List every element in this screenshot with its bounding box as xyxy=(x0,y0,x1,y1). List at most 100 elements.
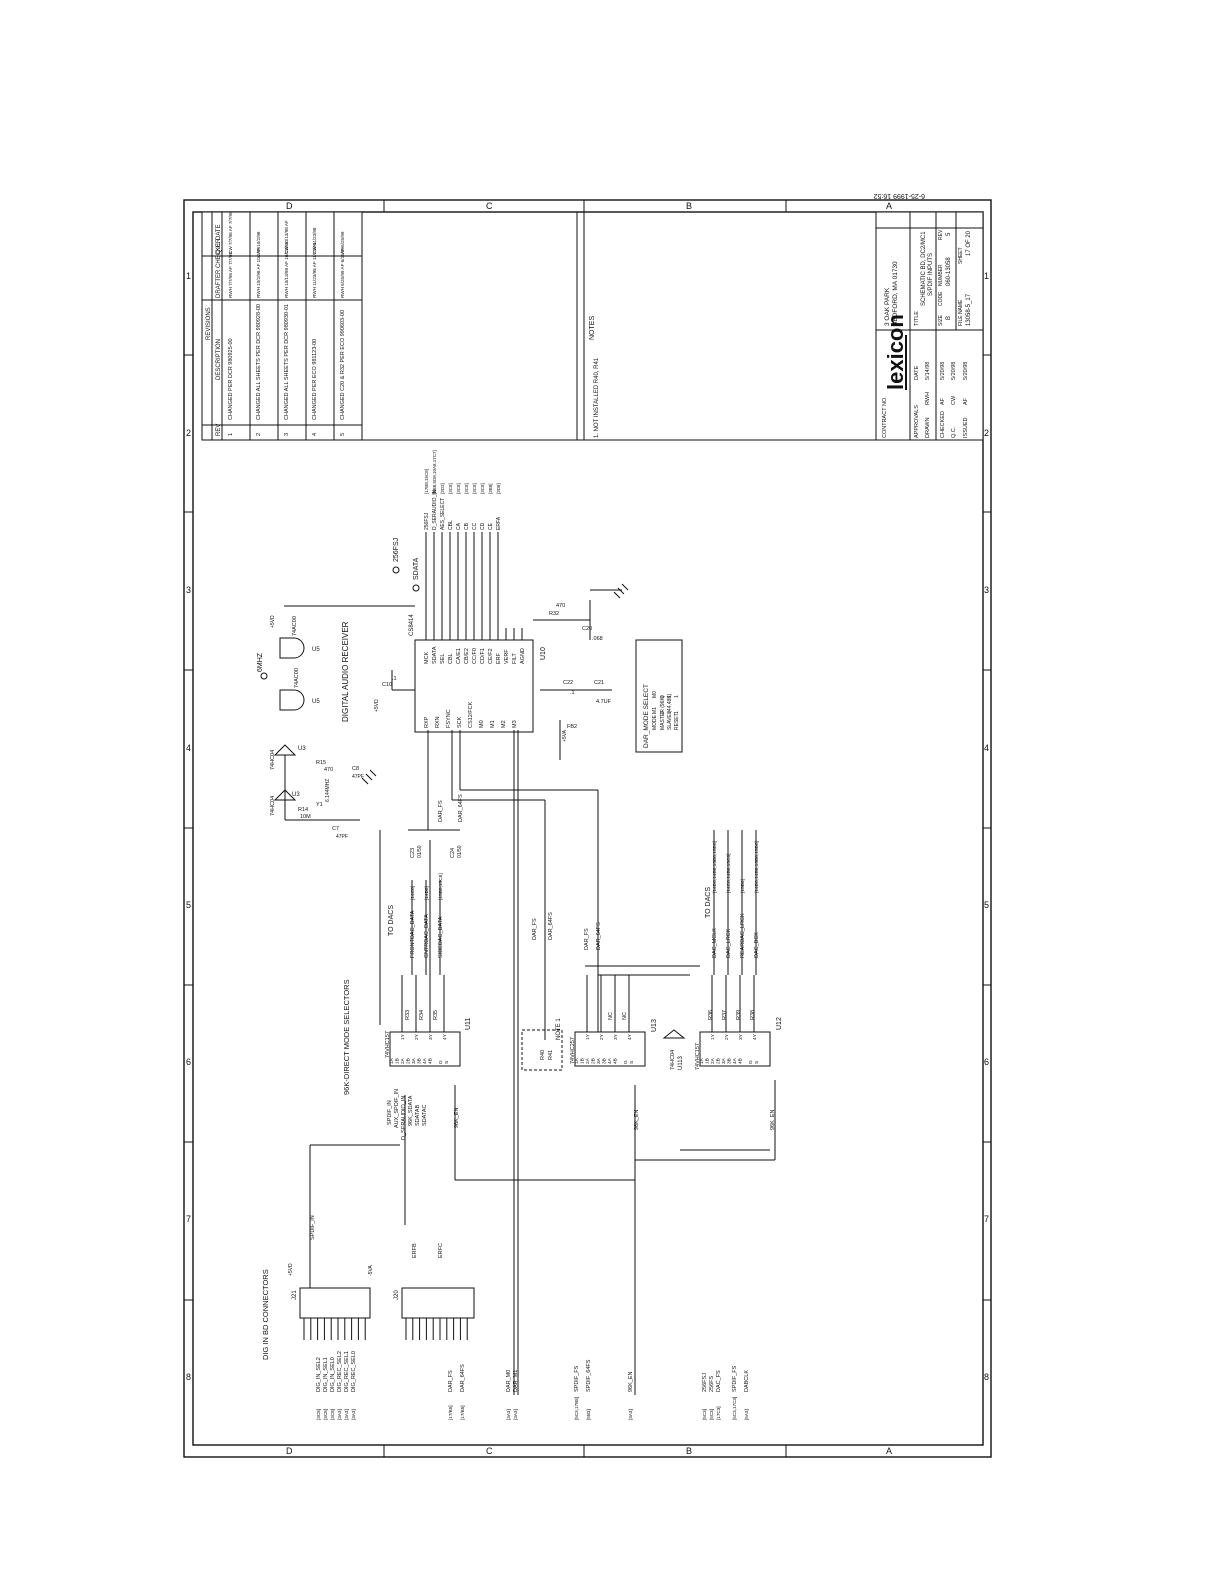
rev-qc: CW 11/23/98 xyxy=(312,227,317,254)
notes-block: NOTES 1. NOT INSTALLED R40, R41 xyxy=(362,212,876,441)
revisions-heading: REVISIONS xyxy=(206,307,212,340)
dac-a-signal: SIDEDAC_DATA xyxy=(438,916,444,958)
r36-ref: R36 xyxy=(708,1010,714,1020)
supply-5vd-receiver: +5VD xyxy=(374,699,380,712)
rev-number: 3 xyxy=(284,433,290,436)
sheet-title: SCHEMATIC BD, DC2/MC1 xyxy=(921,231,927,306)
signal-ref: [3C8] xyxy=(448,483,453,494)
u12-part: 74VHC157 xyxy=(695,1043,701,1070)
note1-box xyxy=(521,1029,563,1071)
zone-2-left: 2 xyxy=(186,428,191,438)
u113-inverter xyxy=(662,1029,686,1039)
supply-5va: +5VA xyxy=(562,729,568,742)
u12-pin-ctl: G xyxy=(748,1060,754,1064)
u10-pin-right: CB/E2 xyxy=(464,648,470,664)
notes-heading: NOTES xyxy=(589,316,596,340)
sig-96k-en-u12: 96K_EN xyxy=(770,1109,776,1130)
dac-b-ref: [14D8,14B8,15B8,15D8] xyxy=(754,841,760,893)
sig-dar-64fs-b: DAR_64FS xyxy=(596,922,602,950)
sig-96k-sdata: 96K_SDATA xyxy=(408,1095,414,1126)
u13-pin-ctl: S xyxy=(629,1061,635,1064)
zone-8-left: 8 xyxy=(186,1372,191,1382)
bottom-signal-ref: [3A3] xyxy=(506,1409,511,1420)
rev-description: CHANGED PER DCR 980925-00 xyxy=(228,338,234,420)
bottom-signals: DIG_IN_SEL2[3C8]DIG_IN_SEL1[3C8]DIG_IN_S… xyxy=(316,1351,750,1420)
u10-pin-left: M3 xyxy=(512,720,518,728)
u11-ref: U11 xyxy=(465,1018,472,1030)
zone-a-top: A xyxy=(886,201,892,211)
sig-erfb: ERFB xyxy=(412,1243,418,1258)
u10-pin-right: CA/E1 xyxy=(456,648,462,664)
c10-ref: C10 xyxy=(382,682,392,688)
rev-col-drafter: DRAFTER CHECKER xyxy=(216,238,222,298)
u13-pin-in: 1A xyxy=(574,1057,580,1064)
c20-ref: C20 xyxy=(582,626,592,632)
u10-pin-left: RXP xyxy=(424,716,430,728)
u12-pin-in: 2B xyxy=(716,1058,722,1064)
signal-ref: [3D8] xyxy=(496,483,501,494)
u5b-ref: U5 xyxy=(312,699,320,705)
rev-number: 1 xyxy=(228,433,234,436)
u11-pin-out: 4Y xyxy=(442,1033,448,1040)
bottom-signal-ref: [5B3] xyxy=(586,1409,591,1420)
u12-pin-out: 4Y xyxy=(752,1033,758,1040)
size-value: B xyxy=(946,316,952,320)
receiver-title: DIGITAL AUDIO RECEIVER xyxy=(341,621,350,722)
bus-wires: C23 01/50 C24 01/50 xyxy=(309,730,776,1395)
rev-number: 5 xyxy=(340,433,346,436)
u10-pin-left: CS12/FCK xyxy=(468,701,474,728)
rev-description: CHANGED ALL SHEETS PER DCR 980930-01 xyxy=(284,304,290,420)
u10-pin-right: CE/F2 xyxy=(488,648,494,664)
mode-cell: 1 xyxy=(674,695,680,698)
u11-pin-in: 4A xyxy=(422,1057,428,1064)
rev-description: CHANGED PER ECO 981123-00 xyxy=(312,339,318,420)
sig-sdatac: SDATAC xyxy=(422,1104,428,1126)
bottom-signal-name: SPDIF_64FS xyxy=(586,1359,592,1392)
zone-4-right: 4 xyxy=(984,743,989,753)
zone-ticks xyxy=(184,354,991,1301)
bottom-signal-ref: [3C8] xyxy=(323,1409,328,1420)
connectors: DIG IN BD CONNECTORS J21 J20 +5VD -5VA xyxy=(261,1263,475,1360)
rev-qc: AF 10/2/98 xyxy=(256,231,261,254)
c20-value: .068 xyxy=(592,636,603,642)
mode-cell: MASTER (96K) xyxy=(660,695,666,730)
zone-5-left: 5 xyxy=(186,900,191,910)
r39-ref: R39 xyxy=(736,1010,742,1020)
drawn-date: 5/14/98 xyxy=(925,362,931,380)
dac-a-signal: CNTRDAC_DATA xyxy=(424,914,430,958)
bottom-signal-ref: [5C3] xyxy=(702,1409,707,1420)
checked-by: AF xyxy=(940,397,946,405)
signal-name: CA xyxy=(456,522,462,530)
contract-label: CONTRACT NO. xyxy=(882,396,888,438)
code-label: CODE xyxy=(938,291,944,306)
approvals-label: APPROVALS xyxy=(914,405,920,438)
u3a-part: 74HC04 xyxy=(270,750,276,770)
u11-pin-in: 1B xyxy=(395,1058,401,1064)
zone-a-bottom: A xyxy=(886,1446,892,1456)
r33-ref: R33 xyxy=(405,1010,411,1020)
zone-6-right: 6 xyxy=(984,1057,989,1067)
bottom-signal-name: 256FSJ xyxy=(702,1373,708,1392)
signal-name: CB xyxy=(464,522,470,530)
u10-pin-right: VERF xyxy=(504,649,510,664)
u13-pin-in: 2A xyxy=(585,1057,591,1064)
dac-b-ref: [14C8,14B8,15C8] xyxy=(726,854,732,893)
u11-pin-in: 3B xyxy=(417,1058,423,1064)
signal-name: ERFA xyxy=(496,516,502,530)
bottom-signal-ref: [3A3] xyxy=(344,1409,349,1420)
zone-1-right: 1 xyxy=(984,271,989,281)
u113-ref: U113 xyxy=(678,1055,684,1070)
bottom-signal-name: DAR_M1 xyxy=(513,1370,519,1392)
rev-col-desc: DESCRIPTION xyxy=(216,339,222,380)
signal-ref: [3B8] xyxy=(488,483,493,494)
testpoint-6mhz-label: 6MHZ xyxy=(257,652,264,672)
u13-body xyxy=(574,1031,646,1067)
c21-ref: C21 xyxy=(594,680,604,686)
sig-spdif-in-j21: SPDIF_IN xyxy=(310,1215,316,1240)
note-1-label: NOTE 1 xyxy=(556,1018,562,1040)
sig-dar-fs-mid: DAR_FS xyxy=(532,918,538,940)
dac-b-signal: DAC_BCK xyxy=(754,932,760,958)
bottom-signal-name: 96K_EN xyxy=(628,1371,634,1392)
